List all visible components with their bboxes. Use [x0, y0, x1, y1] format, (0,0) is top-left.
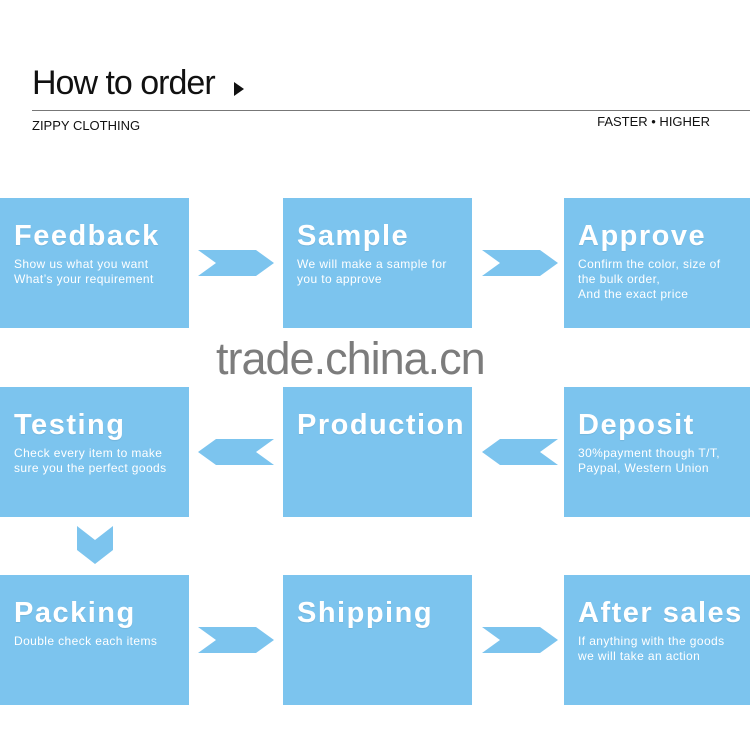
- right-arrow-icon: [198, 627, 274, 653]
- step-testing: Testing Check every item to make sure yo…: [0, 387, 189, 517]
- page-title: How to order: [32, 64, 216, 102]
- step-title: Sample: [297, 220, 410, 252]
- step-title: Shipping: [297, 597, 434, 629]
- right-arrow-icon: [482, 627, 558, 653]
- step-title: After sales: [578, 597, 743, 629]
- watermark: trade.china.cn: [216, 333, 486, 384]
- step-description: Double check each items: [14, 634, 158, 648]
- step-description: Check every item to make sure you the pe…: [14, 446, 167, 475]
- step-title: Deposit: [578, 409, 695, 441]
- company-name: ZIPPY CLOTHING: [32, 118, 141, 133]
- left-arrow-icon: [198, 439, 274, 465]
- step-description: If anything with the goods we will take …: [578, 634, 725, 663]
- step-title: Production: [297, 409, 466, 441]
- right-arrow-icon: [482, 250, 558, 276]
- step-title: Testing: [14, 409, 126, 441]
- step-description: Confirm the color, size of the bulk orde…: [578, 257, 721, 301]
- step-approve: Approve Confirm the color, size of the b…: [564, 198, 750, 328]
- step-description: We will make a sample for you to approve: [297, 257, 447, 286]
- step-packing: Packing Double check each items: [0, 575, 189, 705]
- step-title: Feedback: [14, 220, 160, 252]
- down-arrow-icon: [77, 526, 113, 564]
- step-shipping: Shipping: [283, 575, 472, 705]
- step-after-sales: After sales If anything with the goods w…: [564, 575, 750, 705]
- step-sample: Sample We will make a sample for you to …: [283, 198, 472, 328]
- left-arrow-icon: [482, 439, 558, 465]
- header-divider: [32, 110, 750, 111]
- tagline: FASTER • HIGHER: [597, 114, 710, 129]
- step-title: Packing: [14, 597, 136, 629]
- watermark-band: [0, 332, 750, 382]
- step-description: Show us what you want What’s your requir…: [14, 257, 154, 286]
- step-deposit: Deposit 30%payment though T/T, Paypal, W…: [564, 387, 750, 517]
- step-title: Approve: [578, 220, 707, 252]
- right-arrow-icon: [198, 250, 274, 276]
- step-production: Production: [283, 387, 472, 517]
- title-triangle-icon: [234, 82, 244, 96]
- step-description: 30%payment though T/T, Paypal, Western U…: [578, 446, 720, 475]
- step-feedback: Feedback Show us what you want What’s yo…: [0, 198, 189, 328]
